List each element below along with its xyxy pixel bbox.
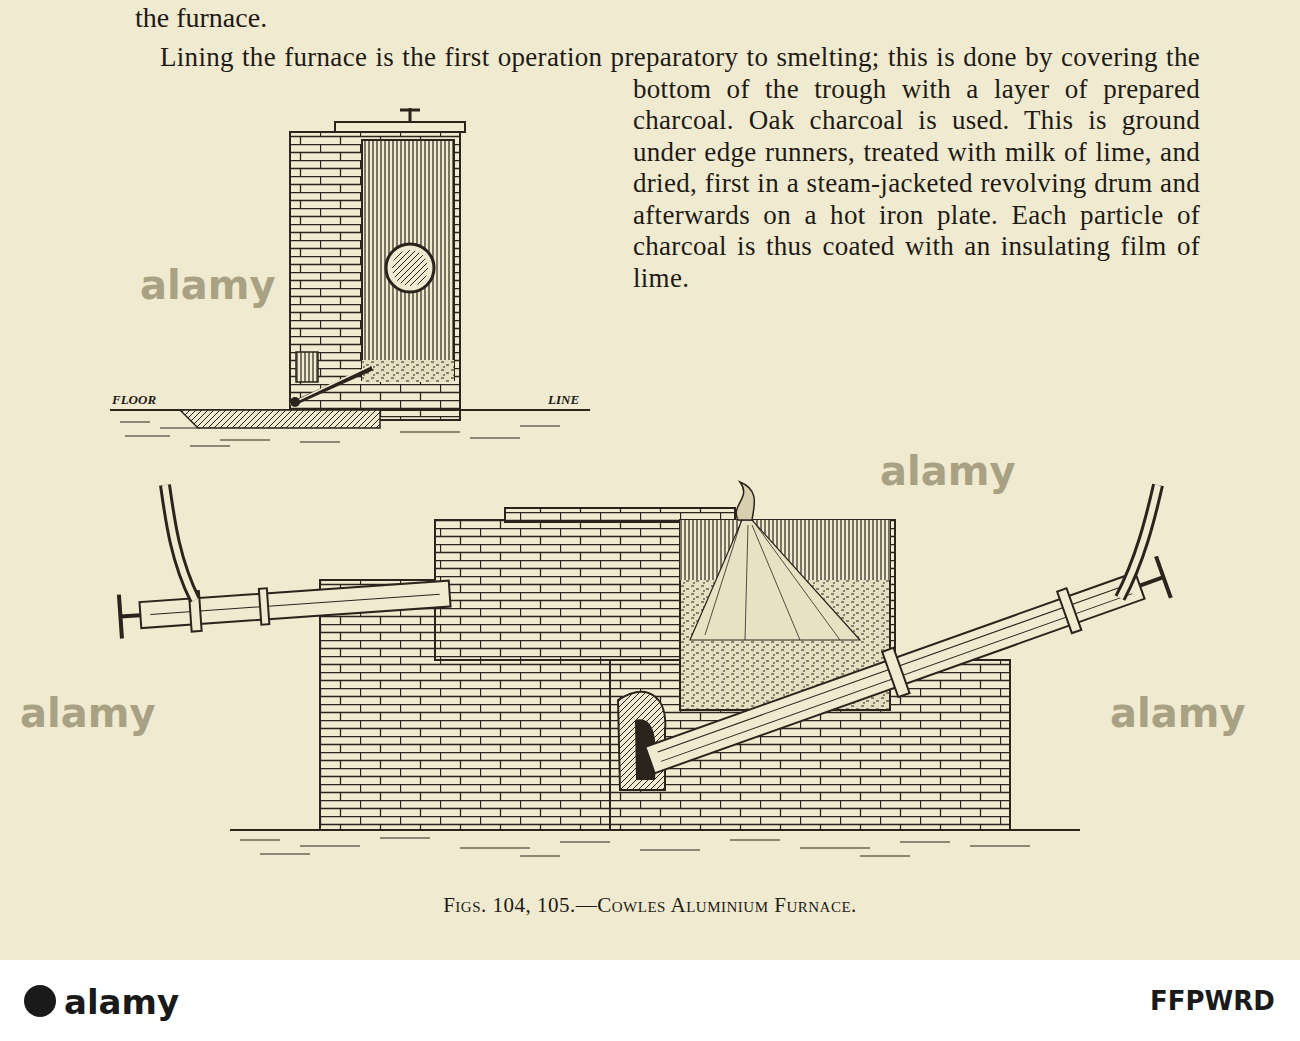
stock-logo: alamy: [64, 982, 179, 1022]
elevation-figure: [119, 482, 1172, 856]
watermark: alamy: [880, 448, 1015, 494]
section-figure: [110, 108, 590, 446]
watermark: alamy: [140, 262, 275, 308]
running-text: the furnace.: [135, 2, 267, 34]
figure-caption: Figs. 104, 105.—Cowles Aluminium Furnace…: [0, 893, 1300, 918]
floor-label: LINE: [548, 392, 579, 408]
body-paragraph: Lining the furnace is the first operatio…: [135, 42, 1200, 462]
watermark: alamy: [20, 690, 155, 736]
image-id: FFPWRD: [1150, 986, 1275, 1016]
stock-footer-bar: [0, 960, 1300, 1041]
floor-label: FLOOR: [112, 392, 156, 408]
logo-icon: [24, 985, 56, 1017]
watermark: alamy: [1110, 690, 1245, 736]
